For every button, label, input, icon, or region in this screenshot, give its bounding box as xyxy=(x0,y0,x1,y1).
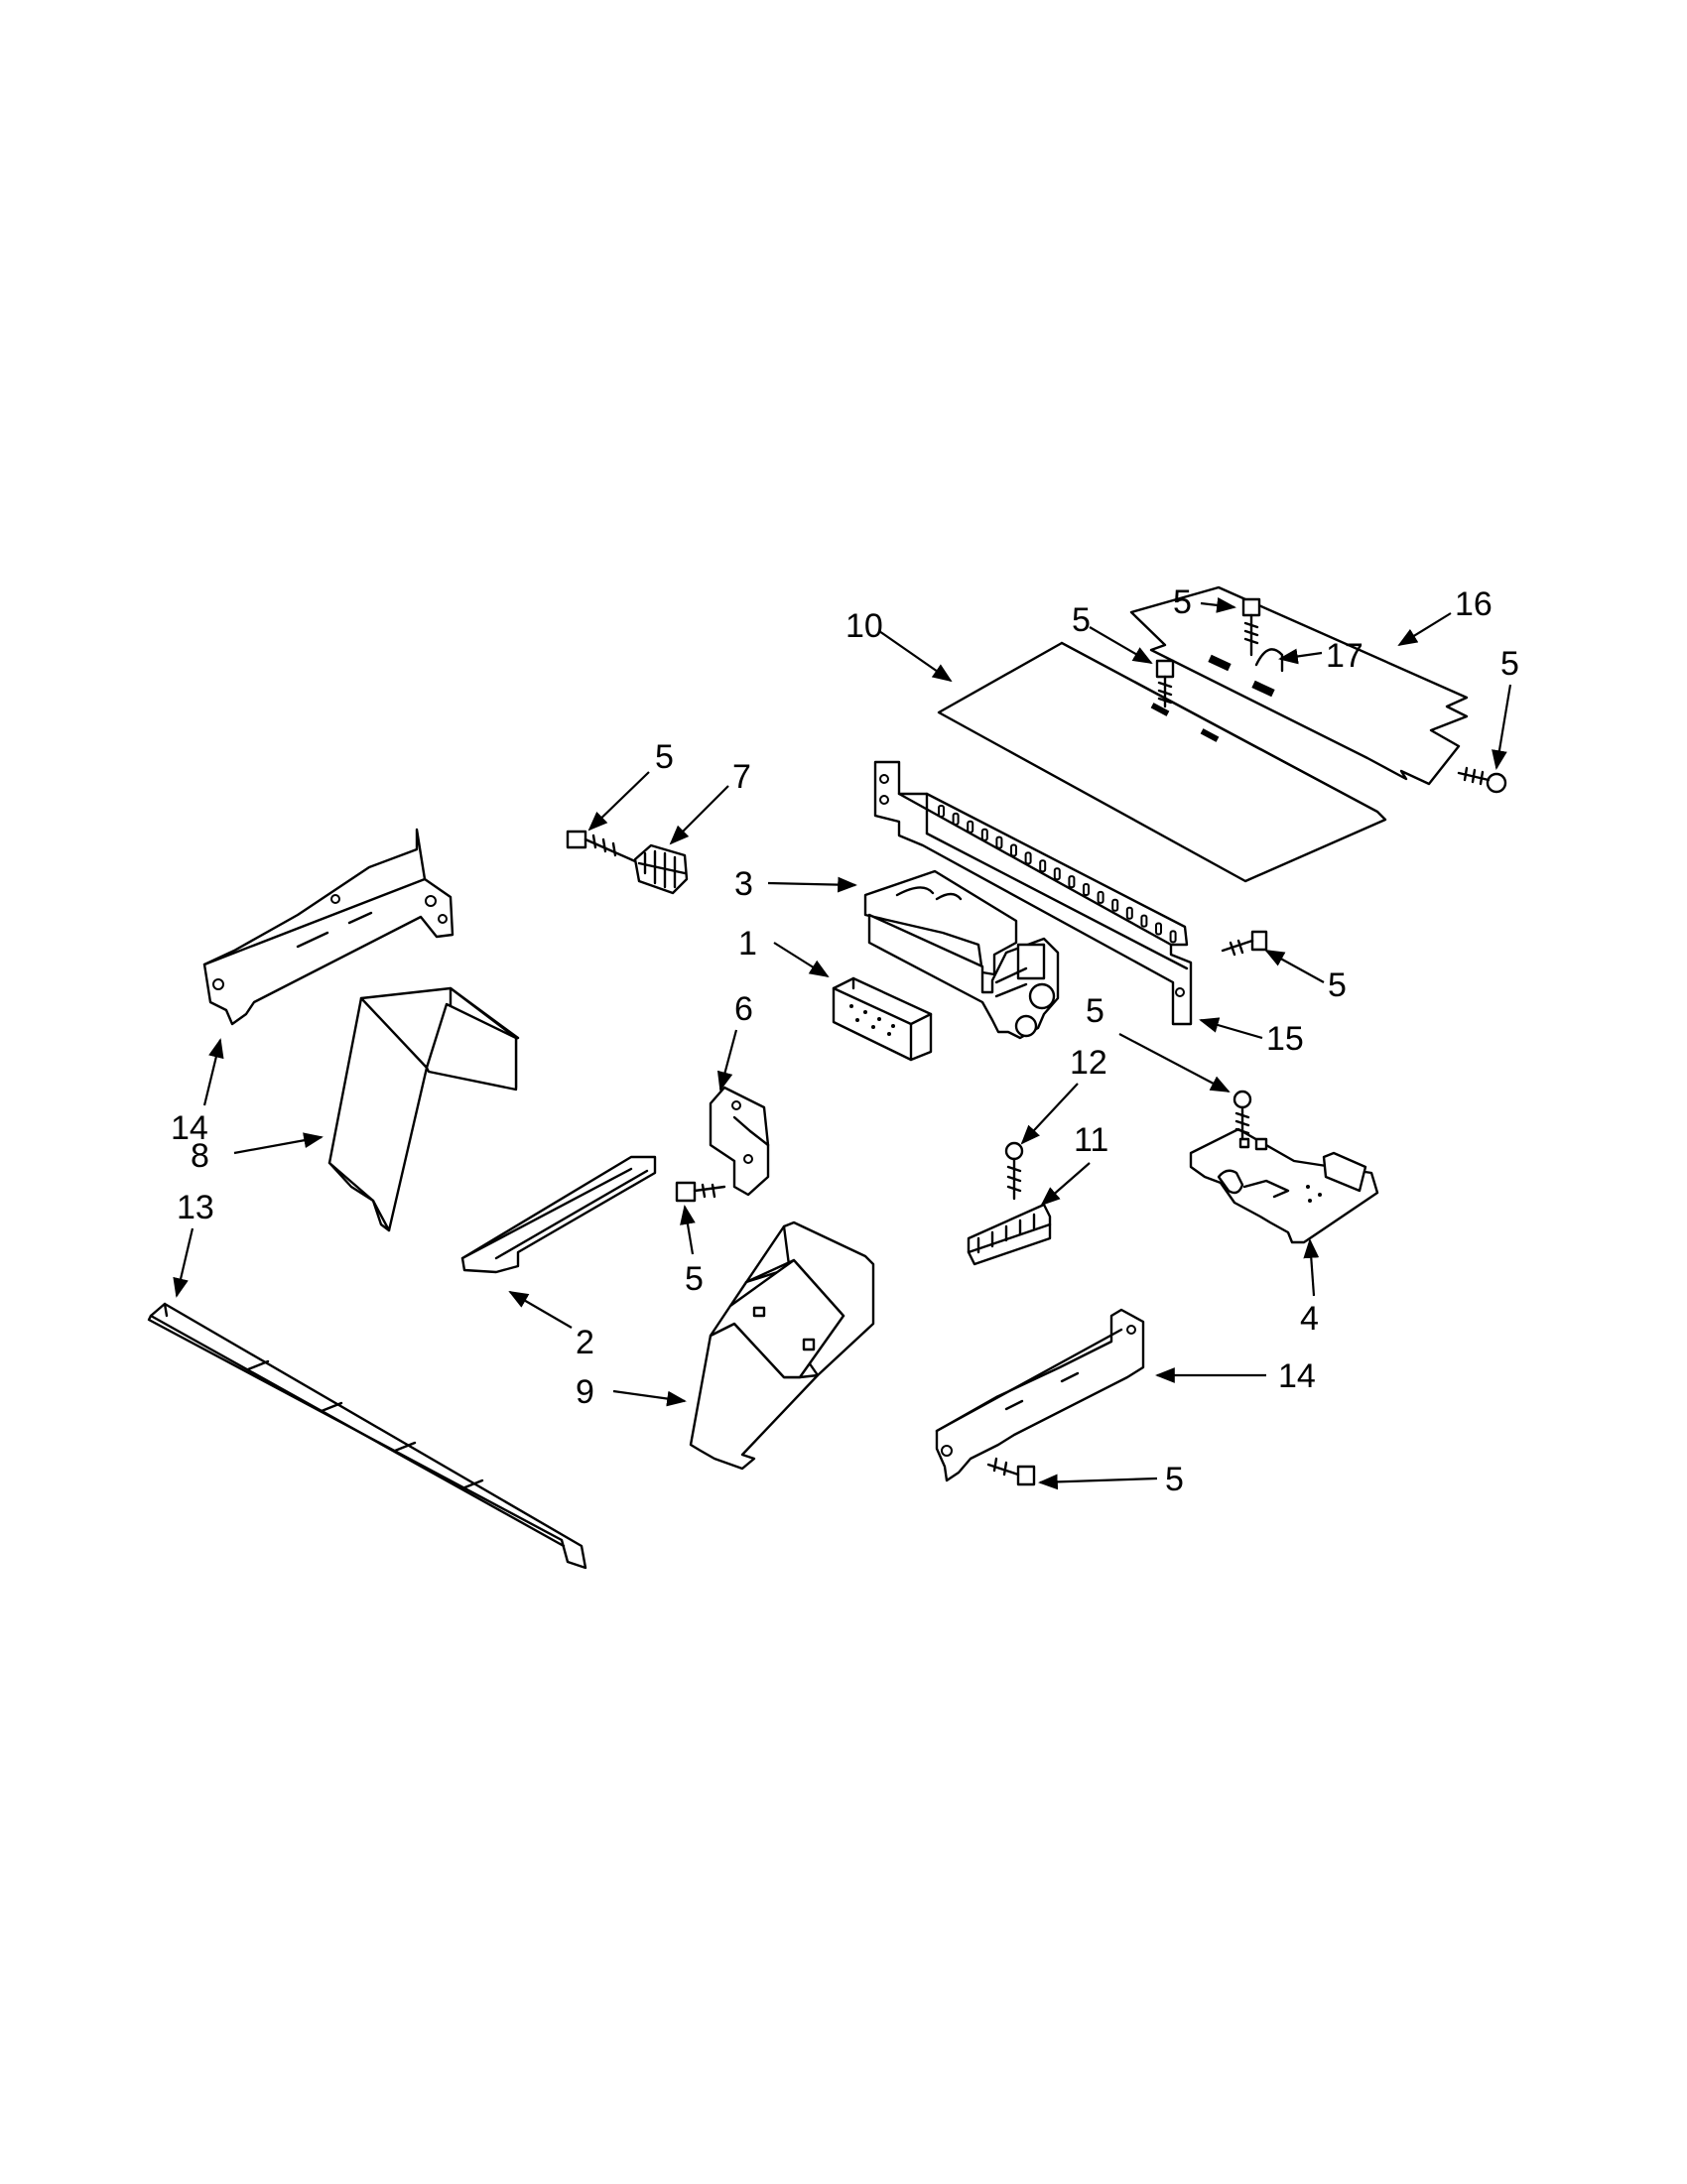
part-6-bracket xyxy=(709,1086,770,1197)
perforation-slot xyxy=(1039,859,1047,873)
callout-15: 15 xyxy=(1266,1020,1304,1058)
callout-5: 5 xyxy=(1165,1461,1184,1498)
callout-14: 14 xyxy=(1278,1357,1316,1395)
callout-5: 5 xyxy=(1328,966,1347,1004)
callout-13: 13 xyxy=(177,1189,214,1226)
perforation-slot xyxy=(1024,851,1032,865)
part-9-duct xyxy=(689,1220,875,1471)
perforation-slot xyxy=(952,812,960,826)
part-12-screw xyxy=(1004,1141,1024,1201)
perforation-slot xyxy=(1111,898,1119,912)
callout-11: 11 xyxy=(1074,1121,1108,1159)
callout-5: 5 xyxy=(1086,992,1104,1030)
part-1-block xyxy=(832,976,933,1062)
part-13-long-rail xyxy=(147,1302,587,1570)
perforation-slot xyxy=(1097,890,1104,904)
perforation-slot xyxy=(1083,883,1090,896)
callout-6: 6 xyxy=(734,990,753,1028)
callout-12: 12 xyxy=(1070,1044,1107,1082)
screw-16 xyxy=(1241,597,1261,657)
part-14-left-bracket xyxy=(202,828,454,1026)
perforation-slot xyxy=(1169,930,1177,944)
callout-3: 3 xyxy=(734,865,753,903)
perforation-slot xyxy=(1140,914,1148,928)
perforation-slot xyxy=(1010,843,1017,857)
perforation-slot xyxy=(1068,875,1076,889)
screw-14-right xyxy=(986,1457,1036,1486)
callout-9: 9 xyxy=(576,1373,594,1411)
part-10-panel xyxy=(937,641,1387,883)
screw-15 xyxy=(1221,930,1268,957)
perforation-slot xyxy=(938,805,945,818)
perforation-slot xyxy=(967,820,974,834)
callout-5: 5 xyxy=(1173,583,1192,621)
screw-10 xyxy=(1155,659,1175,708)
callout-1: 1 xyxy=(738,925,757,963)
part-3-actuator xyxy=(863,869,1060,1040)
callout-5: 5 xyxy=(655,738,674,776)
callout-4: 4 xyxy=(1300,1300,1319,1338)
callout-17: 17 xyxy=(1326,637,1363,675)
screw-4 xyxy=(1233,1090,1252,1141)
part-7-terminal xyxy=(566,830,689,895)
leader-lines xyxy=(173,597,1512,1490)
part-4-plate xyxy=(1189,1127,1379,1244)
perforation-slot xyxy=(995,835,1003,849)
callout-10: 10 xyxy=(845,607,883,645)
callout-7: 7 xyxy=(732,758,751,796)
perforation-slot xyxy=(980,828,988,841)
callout-14: 14 xyxy=(171,1109,208,1147)
perforation-slot xyxy=(1053,867,1061,881)
part-8-deflector xyxy=(327,986,520,1232)
screw-6 xyxy=(675,1181,726,1203)
callout-8: 8 xyxy=(191,1137,209,1175)
callout-16: 16 xyxy=(1455,585,1492,623)
callout-labels: 10 5 5 16 17 5 5 7 3 1 6 5 15 5 12 11 14… xyxy=(171,583,1519,1498)
callout-2: 2 xyxy=(576,1324,594,1361)
part-14-right-bracket xyxy=(935,1308,1145,1482)
callout-5: 5 xyxy=(685,1260,704,1298)
part-15-channel xyxy=(873,760,1193,1026)
part-2-rail xyxy=(460,1155,657,1274)
screw-16-right xyxy=(1457,766,1507,794)
perforation-slot xyxy=(1125,906,1133,920)
perforation-slot xyxy=(1155,922,1162,936)
callout-5: 5 xyxy=(1072,601,1091,639)
callout-5: 5 xyxy=(1500,645,1519,683)
part-11-terminal-strip xyxy=(967,1203,1052,1266)
part-16-top-cover xyxy=(1129,585,1469,786)
